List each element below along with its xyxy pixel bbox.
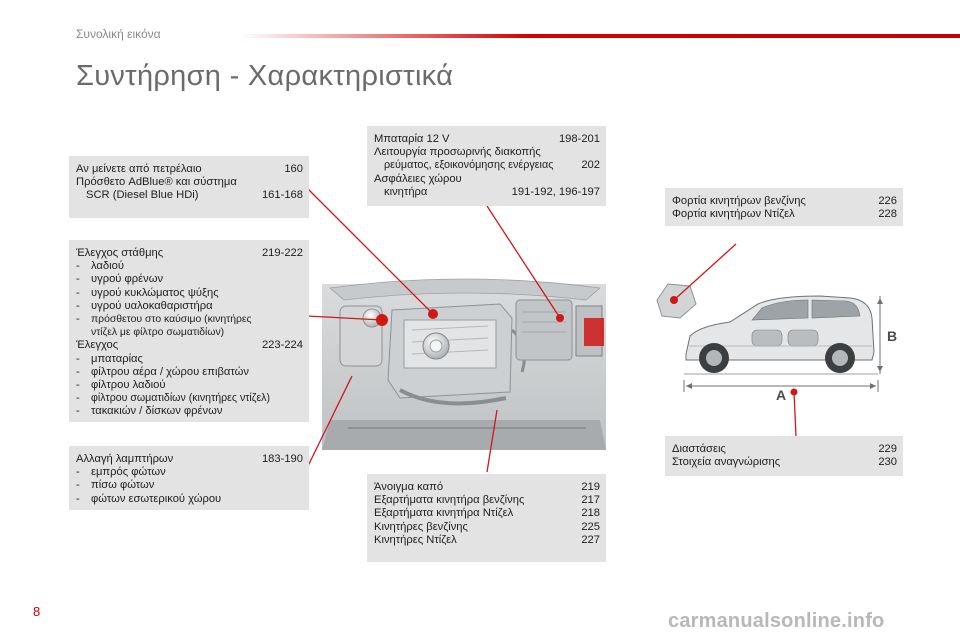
dimension-a-label: A	[776, 387, 787, 403]
list-item: Κινητήρες βενζίνης 225	[374, 520, 600, 533]
list-item: -φίλτρου αέρα / χώρου επιβατών	[76, 365, 249, 378]
list-item: Φορτία κινητήρων βενζίνης 226	[672, 195, 897, 207]
list-item: Στοιχεία αναγνώρισης 230	[672, 456, 897, 469]
list-item: -φίλτρου λαδιού	[76, 379, 166, 392]
list-item: -πρόσθετου στο καύσιμο (κινητήρες	[76, 313, 252, 326]
list-item: -φίλτρου σωματιδίων (κινητήρες ντίζελ)	[76, 392, 270, 405]
fuel-info-box: Αν μείνετε από πετρέλαιο 160 Πρόσθετο Ad…	[69, 156, 309, 218]
list-item: -υγρού κυκλώματος ψύξης	[76, 286, 219, 299]
callout-lines	[306, 187, 798, 473]
list-item: Ασφάλειες χώρου	[374, 172, 462, 185]
list-item: Εξαρτήματα κινητήρα Ντίζελ 218	[374, 507, 600, 520]
car-side-illustration	[656, 283, 883, 392]
list-item: Άνοιγμα καπό 219	[374, 481, 600, 493]
list-item: -φώτων εσωτερικού χώρου	[76, 492, 222, 505]
list-item: -πίσω φώτων	[76, 479, 155, 492]
engine-info-box: Άνοιγμα καπό 219 Εξαρτήματα κινητήρα βεν…	[367, 474, 606, 562]
list-item: -εμπρός φώτων	[76, 466, 166, 479]
list-item: SCR (Diesel Blue HDi) 161-168	[86, 189, 303, 202]
list-item: ρεύματος, εξοικονόμησης ενέργειας 202	[384, 159, 600, 172]
checks-info-box: Έλεγχος στάθμης 219-222 -λαδιού -υγρού φ…	[69, 240, 309, 422]
list-item: -λαδιού	[76, 260, 124, 273]
list-item: Αν μείνετε από πετρέλαιο 160	[76, 163, 303, 175]
list-heading: Έλεγχος 223-224	[76, 339, 303, 352]
loads-info-box: Φορτία κινητήρων βενζίνης 226 Φορτία κιν…	[665, 188, 903, 226]
list-item: -υγρού υαλοκαθαριστήρα	[76, 299, 213, 312]
page-title: Συντήρηση - Χαρακτηριστικά	[76, 60, 454, 92]
list-item: Λειτουργία προσωρινής διακοπής	[374, 146, 541, 159]
list-item: Μπαταρία 12 V 198-201	[374, 133, 600, 145]
list-item: Κινητήρες Ντίζελ 227	[374, 533, 600, 546]
bulbs-info-box: Αλλαγή λαμπτήρων 183-190 -εμπρός φώτων -…	[69, 446, 309, 510]
list-heading: Έλεγχος στάθμης 219-222	[76, 247, 303, 259]
list-item: -μπαταρίας	[76, 352, 143, 365]
battery-info-box: Μπαταρία 12 V 198-201 Λειτουργία προσωρι…	[367, 126, 606, 206]
list-item: Διαστάσεις 229	[672, 443, 897, 455]
dimension-b-label: B	[887, 328, 898, 344]
page-number: 8	[33, 604, 41, 619]
list-item: -υγρού φρένων	[76, 273, 164, 286]
header-rule	[240, 34, 960, 38]
list-item: Φορτία κινητήρων Ντίζελ 228	[672, 208, 897, 221]
list-item: -τακακιών / δίσκων φρένων	[76, 405, 223, 418]
list-heading: Αλλαγή λαμπτήρων 183-190	[76, 453, 303, 465]
section-label: Συνολική εικόνα	[76, 27, 161, 41]
list-item: Πρόσθετο AdBlue® και σύστημα	[76, 176, 237, 189]
list-item-continuation: ντίζελ με φίλτρο σωματιδίων)	[91, 327, 225, 339]
list-item: κινητήρα 191-192, 196-197	[384, 185, 600, 198]
watermark: carmanualsonline.info	[668, 610, 885, 632]
list-item: Εξαρτήματα κινητήρα βενζίνης 217	[374, 494, 600, 507]
dimensions-info-box: Διαστάσεις 229 Στοιχεία αναγνώρισης 230	[665, 436, 903, 476]
engine-bay-illustration	[322, 278, 606, 450]
